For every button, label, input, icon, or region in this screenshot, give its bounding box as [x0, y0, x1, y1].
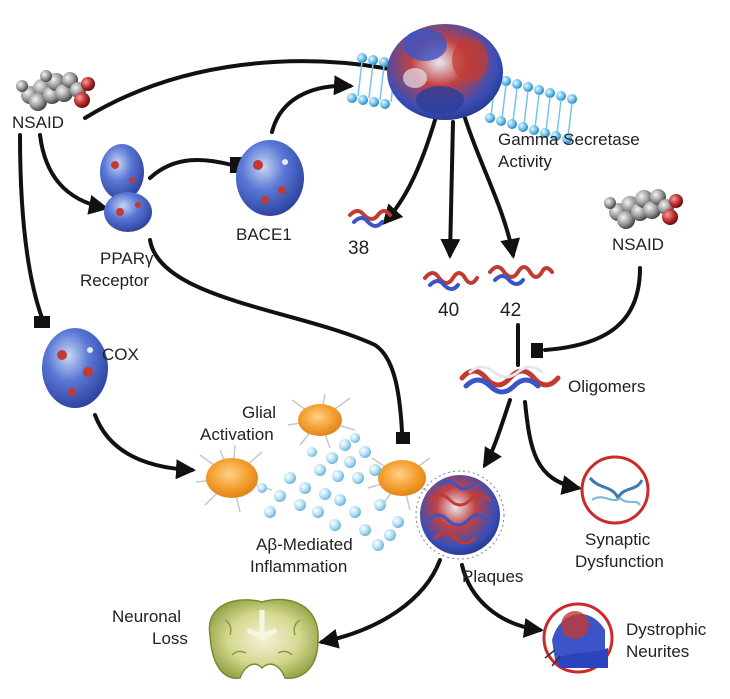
- synaptic-dysfunction-image: [580, 455, 650, 525]
- nsaid-right-label: NSAID: [612, 235, 664, 254]
- connectors: [18, 58, 642, 649]
- dystrophic-neurites-image: [542, 602, 614, 674]
- gamma-secretase-label-line2: Activity: [498, 152, 552, 171]
- inhibit-bar-cox: [34, 316, 50, 328]
- arrow-plaques-to-neuronal: [318, 558, 442, 649]
- arrow-gamma-to-40: [440, 120, 461, 259]
- peptide-42-label: 42: [500, 300, 521, 321]
- cox-protein: [42, 328, 108, 408]
- cox-label: COX: [102, 345, 139, 364]
- inhibit-ppar-to-glial: [148, 238, 404, 434]
- plaques-label: Plaques: [462, 567, 523, 586]
- ppar-label-line2: Receptor: [80, 271, 149, 290]
- gamma-secretase-label-line1: Gamma Secretase: [498, 130, 640, 149]
- arrow-bace1-to-gamma-secretase: [270, 75, 354, 134]
- peptide-40-label: 40: [438, 300, 459, 321]
- arrow-nsaid-to-ppar: [38, 133, 109, 215]
- arrow-nsaid-to-gamma-secretase: [83, 58, 409, 120]
- brain-section-image: [208, 598, 319, 679]
- inhibit-nsaid-to-cox: [18, 133, 44, 320]
- ppar-receptor-protein: [100, 144, 152, 232]
- arrow-oligomers-to-plaques: [482, 398, 512, 469]
- abeta-particles: [257, 433, 404, 551]
- abeta-inflammation-label-line2: Inflammation: [250, 557, 347, 576]
- neuronal-loss-label-line1: Neuronal: [112, 607, 181, 626]
- glial-activation-label-line1: Glial: [242, 403, 276, 422]
- glial-activation-label-line2: Activation: [200, 425, 274, 444]
- arrow-plaques-to-dystrophic: [460, 563, 544, 638]
- synaptic-dysfunction-label-line1: Synaptic: [585, 530, 651, 549]
- peptide-40-structure: [423, 271, 479, 291]
- inhibit-nsaid-right: [543, 266, 642, 352]
- oligomer-structure: [459, 365, 561, 395]
- peptide-38-label: 38: [348, 238, 369, 259]
- dystrophic-neurites-label-line1: Dystrophic: [626, 620, 707, 639]
- nsaid-molecule-right: [604, 189, 683, 229]
- peptide-38-structure: [348, 209, 392, 228]
- nsaid-molecule-left: [16, 70, 95, 111]
- neuronal-loss-label-line2: Loss: [152, 629, 188, 648]
- arrow-oligomers-to-synaptic: [523, 400, 582, 495]
- arrow-gamma-to-42: [463, 116, 521, 259]
- nsaid-left-label: NSAID: [12, 113, 64, 132]
- glial-cell-left: [195, 444, 273, 513]
- peptide-42-structure: [488, 265, 554, 286]
- arrow-gamma-to-38: [382, 118, 437, 225]
- inhibit-ppar-to-bace1: [148, 157, 234, 180]
- dystrophic-neurites-label-line2: Neurites: [626, 642, 689, 661]
- synaptic-dysfunction-label-line2: Dysfunction: [575, 552, 664, 571]
- arrow-cox-to-glial: [93, 413, 196, 480]
- ppar-label-line1: PPARγ: [100, 249, 154, 268]
- inhibit-bar-glial: [396, 432, 410, 444]
- cell-membrane: [347, 53, 577, 144]
- plaque-structure: [415, 470, 505, 560]
- inhibit-bar-oligomers: [531, 343, 543, 358]
- abeta-inflammation-label-line1: Aβ-Mediated: [256, 535, 353, 554]
- oligomers-label: Oligomers: [568, 377, 645, 396]
- gamma-secretase-protein: [387, 24, 503, 120]
- bace1-label: BACE1: [236, 225, 292, 244]
- glial-cell-top: [287, 393, 356, 449]
- bace1-protein: [236, 140, 304, 216]
- inhibition-bars: [34, 157, 543, 444]
